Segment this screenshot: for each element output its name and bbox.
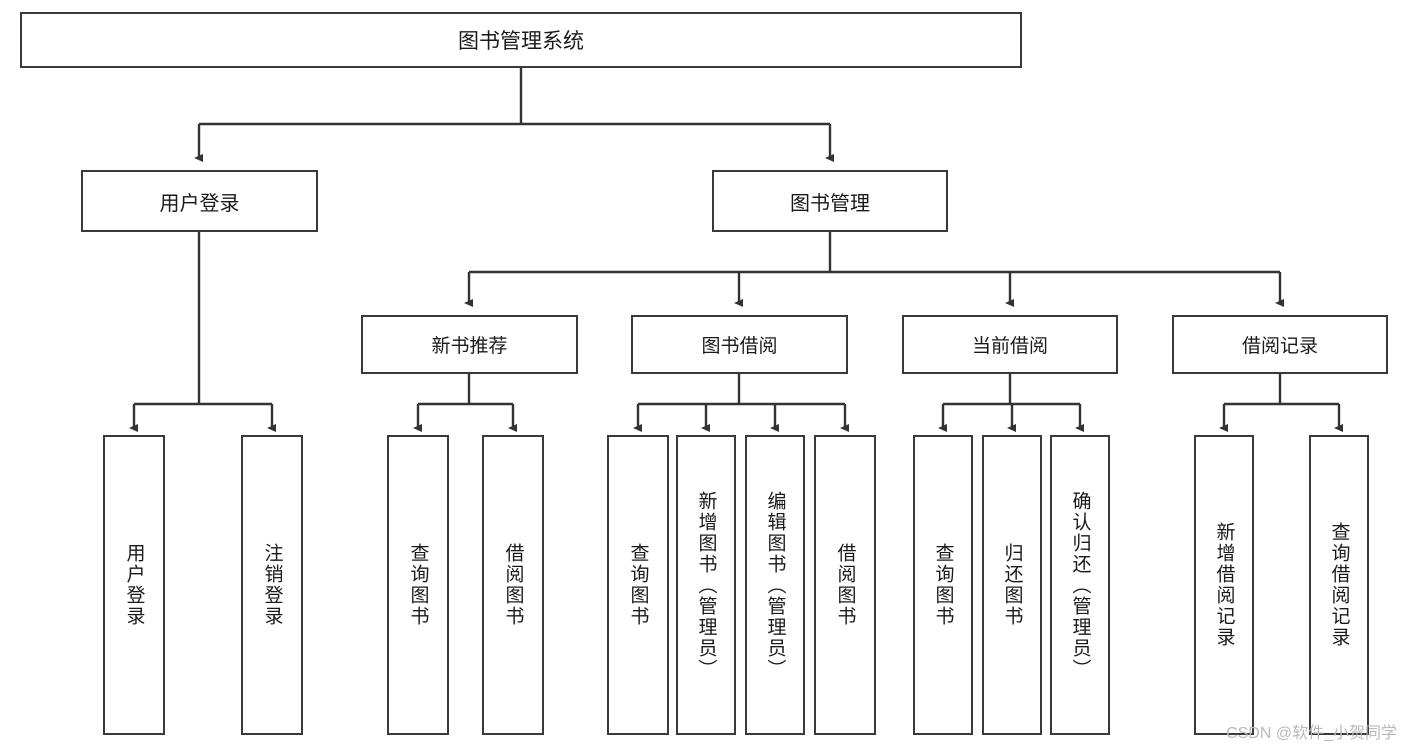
node-borrow-record[interactable]: 借阅记录 bbox=[1172, 315, 1388, 374]
leaf-confirm-return-admin-label: 确认归还（管理员） bbox=[1069, 490, 1091, 680]
node-borrow-record-label: 借阅记录 bbox=[1241, 336, 1318, 357]
leaf-return-book-label: 归还图书 bbox=[1001, 543, 1023, 627]
leaf-borrow-book[interactable]: 借阅图书 bbox=[814, 435, 876, 735]
node-root[interactable]: 图书管理系统 bbox=[20, 12, 1022, 68]
leaf-add-borrow-record[interactable]: 新增借阅记录 bbox=[1194, 435, 1254, 735]
node-current-borrow[interactable]: 当前借阅 bbox=[902, 315, 1118, 374]
csdn-watermark: CSDN @软件_小贺同学 bbox=[1226, 725, 1397, 742]
leaf-query-book-borrow[interactable]: 查询图书 bbox=[607, 435, 669, 735]
node-book-borrow-label: 图书借阅 bbox=[701, 336, 778, 357]
leaf-borrow-book-recommend-label: 借阅图书 bbox=[502, 543, 524, 627]
node-book-management[interactable]: 图书管理 bbox=[712, 170, 948, 232]
leaf-edit-book-admin[interactable]: 编辑图书（管理员） bbox=[745, 435, 805, 735]
leaf-add-borrow-record-label: 新增借阅记录 bbox=[1213, 522, 1235, 648]
leaf-confirm-return-admin[interactable]: 确认归还（管理员） bbox=[1050, 435, 1110, 735]
leaf-borrow-book-label: 借阅图书 bbox=[834, 543, 856, 627]
leaf-return-book[interactable]: 归还图书 bbox=[982, 435, 1042, 735]
node-user-login[interactable]: 用户登录 bbox=[81, 170, 318, 232]
leaf-add-book-admin-label: 新增图书（管理员） bbox=[695, 490, 717, 680]
leaf-query-borrow-record[interactable]: 查询借阅记录 bbox=[1309, 435, 1369, 735]
node-book-management-label: 图书管理 bbox=[790, 192, 870, 215]
leaf-query-book-recommend[interactable]: 查询图书 bbox=[387, 435, 449, 735]
leaf-query-borrow-record-label: 查询借阅记录 bbox=[1328, 522, 1350, 648]
leaf-user-login[interactable]: 用户登录 bbox=[103, 435, 165, 735]
leaf-add-book-admin[interactable]: 新增图书（管理员） bbox=[676, 435, 736, 735]
node-new-book-recommend[interactable]: 新书推荐 bbox=[361, 315, 578, 374]
leaf-borrow-book-recommend[interactable]: 借阅图书 bbox=[482, 435, 544, 735]
leaf-query-book-current[interactable]: 查询图书 bbox=[913, 435, 973, 735]
node-new-book-recommend-label: 新书推荐 bbox=[431, 336, 508, 357]
leaf-query-book-current-label: 查询图书 bbox=[932, 543, 954, 627]
leaf-user-login-label: 用户登录 bbox=[123, 543, 145, 627]
leaf-edit-book-admin-label: 编辑图书（管理员） bbox=[764, 490, 786, 680]
leaf-logout[interactable]: 注销登录 bbox=[241, 435, 303, 735]
leaf-query-book-borrow-label: 查询图书 bbox=[627, 543, 649, 627]
leaf-logout-label: 注销登录 bbox=[261, 543, 283, 627]
node-root-label: 图书管理系统 bbox=[458, 30, 584, 53]
node-book-borrow[interactable]: 图书借阅 bbox=[631, 315, 848, 374]
leaf-query-book-recommend-label: 查询图书 bbox=[407, 543, 429, 627]
node-current-borrow-label: 当前借阅 bbox=[971, 336, 1048, 357]
node-user-login-label: 用户登录 bbox=[159, 192, 240, 215]
